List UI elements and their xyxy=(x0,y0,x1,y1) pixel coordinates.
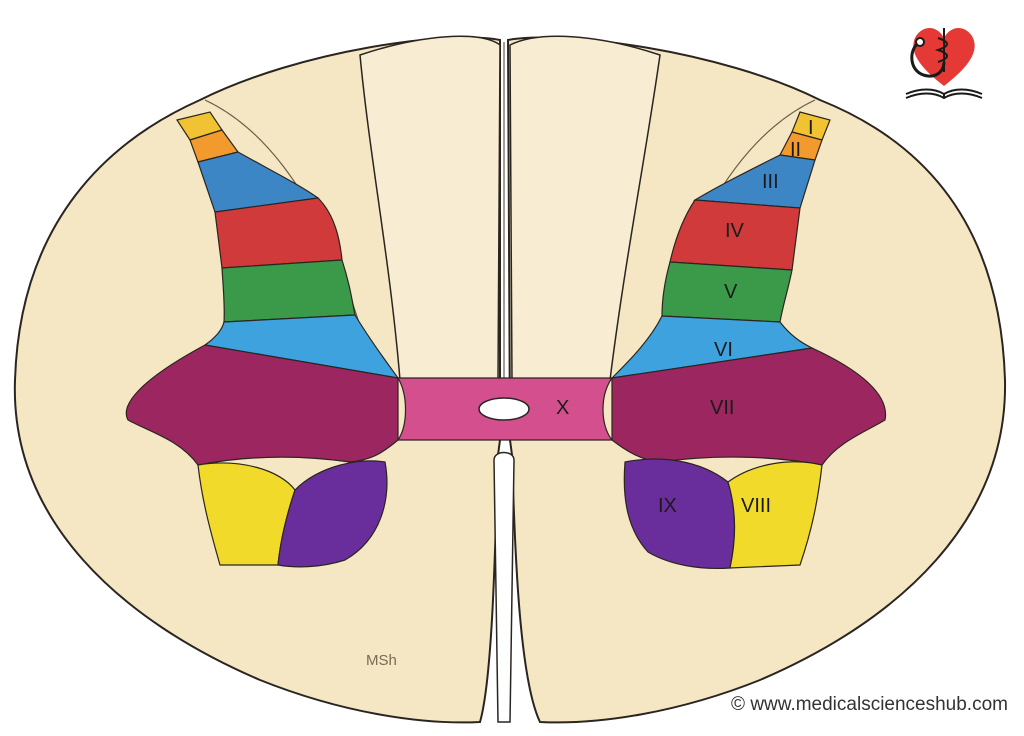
artist-signature: MSh xyxy=(366,652,397,669)
dorsal-column-left xyxy=(359,35,501,381)
copyright-notice: © www.medicalscienceshub.com xyxy=(731,694,1008,715)
label-lamina-IV: IV xyxy=(725,220,745,242)
central-canal xyxy=(478,397,530,421)
lamina-IX-left xyxy=(277,460,388,568)
caduceus-icon xyxy=(934,28,948,72)
label-lamina-IX: IX xyxy=(658,495,677,517)
label-lamina-V: V xyxy=(724,281,738,303)
stethoscope-bell xyxy=(915,37,925,47)
lamina-VIII-right xyxy=(727,461,823,569)
dorsal-column-right xyxy=(509,35,661,381)
stethoscope-icon xyxy=(910,40,946,78)
label-lamina-VI: VI xyxy=(714,339,733,361)
medical-heart-logo xyxy=(905,27,983,100)
ventral-median-fissure xyxy=(493,451,515,723)
label-lamina-II: II xyxy=(790,139,801,161)
label-lamina-III: III xyxy=(762,171,779,193)
label-lamina-VII: VII xyxy=(710,397,734,419)
label-lamina-VIII: VIII xyxy=(741,495,771,517)
open-book-icon xyxy=(905,88,983,100)
label-lamina-X: X xyxy=(556,397,569,419)
lamina-V-left xyxy=(221,259,356,323)
label-lamina-I: I xyxy=(808,117,814,139)
